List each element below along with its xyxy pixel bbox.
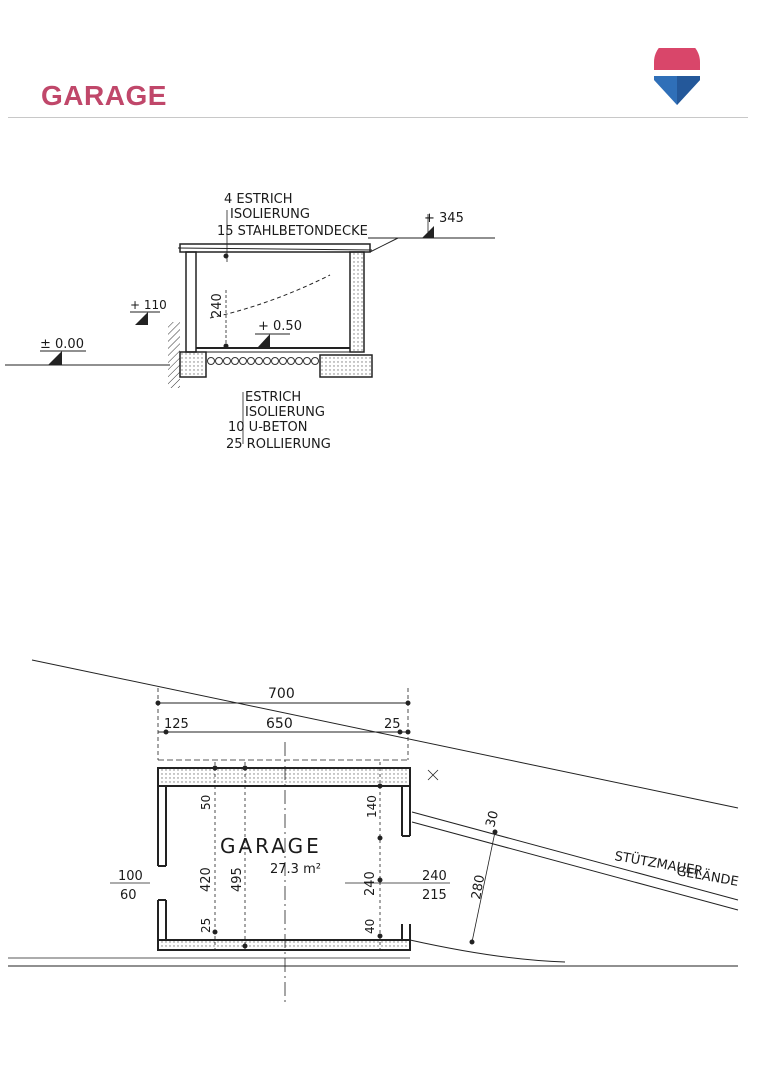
- section-top-layer-2: ISOLIERUNG: [230, 207, 310, 222]
- section-bottom-layer-4: 25 ROLLIERUNG: [226, 437, 331, 452]
- dim-right: 25: [384, 717, 401, 732]
- plan-labels: 700 125 650 25 GARAGE 27.3 m² 100 60 240…: [118, 686, 740, 934]
- dim-25: 25: [199, 918, 213, 933]
- dim-420: 420: [199, 867, 214, 892]
- level-sill: + 110: [130, 298, 167, 312]
- floor-plan: [8, 659, 739, 1004]
- dim-30: 30: [483, 809, 502, 829]
- company-logo: [654, 48, 700, 105]
- room-area: 27.3 m²: [270, 862, 321, 877]
- section-top-layer-1: 4 ESTRICH: [224, 192, 293, 207]
- dim-mid: 650: [266, 716, 293, 732]
- dim-left: 125: [164, 717, 189, 732]
- section-height: 240: [210, 293, 225, 318]
- room-name: GARAGE: [220, 834, 322, 858]
- dim-opening-bottom: 60: [120, 888, 137, 903]
- section-bottom-layer-2: ISOLIERUNG: [245, 405, 325, 420]
- level-top: + 345: [424, 211, 464, 226]
- dim-280: 280: [469, 874, 488, 901]
- section-top-layer-3: 15 STAHLBETONDECKE: [217, 224, 368, 239]
- dim-140: 140: [365, 795, 379, 818]
- dim-240-vertical: 240: [363, 871, 378, 896]
- dim-opening-top: 100: [118, 869, 143, 884]
- dim-215: 215: [422, 888, 447, 903]
- level-ground: ± 0.00: [40, 337, 84, 352]
- section-labels: 4 ESTRICH ISOLIERUNG 15 STAHLBETONDECKE …: [40, 192, 464, 452]
- gravel-layer: [207, 357, 319, 365]
- page-title: GARAGE: [41, 80, 167, 111]
- dim-240-horizontal: 240: [422, 869, 447, 884]
- dim-50: 50: [199, 795, 213, 810]
- dim-40: 40: [363, 919, 377, 934]
- section-bottom-layer-1: ESTRICH: [245, 390, 301, 405]
- dim-total: 700: [268, 686, 295, 702]
- level-floor: + 0.50: [258, 319, 302, 334]
- dim-495: 495: [230, 867, 245, 892]
- section-bottom-layer-3: 10 U-BETON: [228, 420, 307, 435]
- section-drawing: [5, 210, 495, 444]
- header-divider: [8, 117, 748, 118]
